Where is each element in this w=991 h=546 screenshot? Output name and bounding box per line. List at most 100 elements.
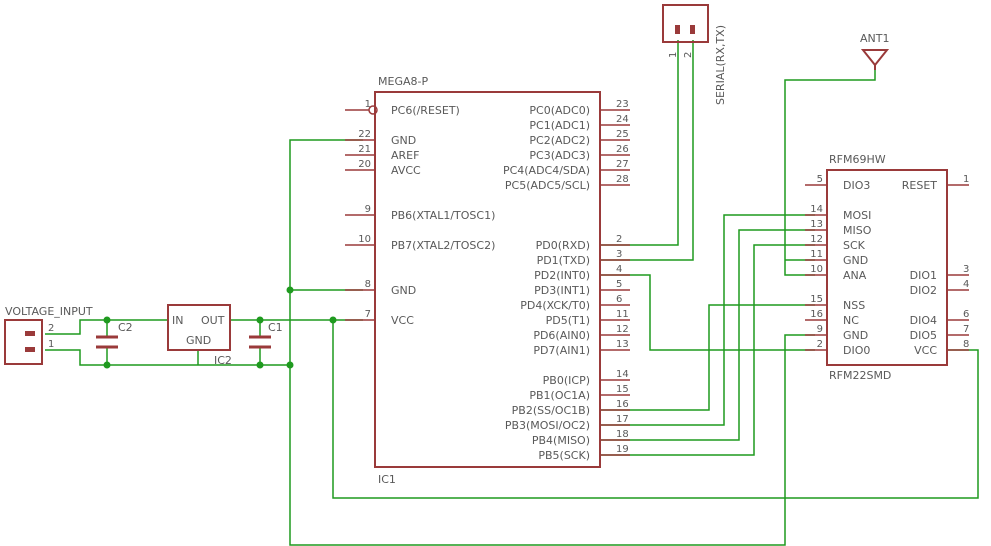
pin-name: PB7(XTAL2/TOSC2) — [391, 239, 495, 252]
pin-name: DIO2 — [910, 284, 937, 297]
pin-name: NC — [843, 314, 859, 327]
pin-name: VCC — [914, 344, 937, 357]
pin-number: 15 — [810, 294, 823, 305]
pin-number: 23 — [616, 99, 629, 110]
pin-name: PB5(SCK) — [538, 449, 590, 462]
pin-number: 7 — [365, 309, 371, 320]
mosi-wire — [600, 214, 815, 426]
pin-number: 9 — [365, 204, 371, 215]
antenna: ANT1 — [860, 32, 889, 70]
pin-name: PD5(T1) — [546, 314, 590, 327]
pin-number: 18 — [616, 429, 629, 440]
voltage-input-connector: VOLTAGE_INPUT 2 1 — [4, 305, 93, 365]
pin-number: 14 — [616, 369, 629, 380]
pin-number: 8 — [365, 279, 371, 290]
c2-label: C2 — [118, 321, 133, 334]
pin-name: GND — [843, 254, 868, 267]
pin-number: 3 — [963, 264, 969, 275]
pin-name: DIO3 — [843, 179, 870, 192]
input-pin1-icon — [25, 347, 35, 352]
pin-name: PC2(ADC2) — [529, 134, 590, 147]
miso-wire — [600, 229, 815, 441]
pin-number: 24 — [616, 114, 629, 125]
pin-name: AVCC — [391, 164, 421, 177]
pin-name: MISO — [843, 224, 872, 237]
rfm-ref: RFM22SMD — [829, 369, 891, 382]
pin-name: DIO5 — [910, 329, 937, 342]
junction-dot — [256, 361, 264, 369]
pin-name: PD2(INT0) — [534, 269, 590, 282]
pin-name: PB6(XTAL1/TOSC1) — [391, 209, 495, 222]
pin-name: AREF — [391, 149, 419, 162]
pin-name: PD7(AIN1) — [533, 344, 590, 357]
mcu-right-pins: 23PC0(ADC0)24PC1(ADC1)25PC2(ADC2)26PC3(A… — [503, 99, 630, 462]
pin-number: 12 — [810, 234, 823, 245]
rfm-body — [826, 169, 948, 366]
pin-name: RESET — [902, 179, 938, 192]
capacitor-c2: C2 — [96, 321, 133, 349]
pin-name: PD0(RXD) — [536, 239, 590, 252]
antenna-icon — [860, 49, 890, 70]
pin-number: 21 — [358, 144, 371, 155]
int0-dio0-wire — [600, 274, 815, 351]
pin-name: PC6(/RESET) — [391, 104, 460, 117]
regulator-gnd-label: GND — [186, 334, 211, 347]
nss-wire — [600, 304, 815, 411]
pin-number: 16 — [810, 309, 823, 320]
pin-name: DIO4 — [910, 314, 937, 327]
serial-label: SERIAL(RX,TX) — [714, 25, 727, 105]
pin-number: 27 — [616, 159, 629, 170]
pin-number: 12 — [616, 324, 629, 335]
pin-name: DIO0 — [843, 344, 870, 357]
serial-pin1-num: 1 — [668, 52, 679, 58]
pin-number: 11 — [810, 249, 823, 260]
serial-tx-wire — [600, 40, 694, 261]
mcu-body — [374, 91, 601, 468]
junctions — [103, 286, 337, 369]
pin-number: 5 — [616, 279, 622, 290]
regulator-ref: IC2 — [214, 354, 232, 367]
pin-name: DIO1 — [910, 269, 937, 282]
junction-dot — [103, 316, 111, 324]
pin-name: PC1(ADC1) — [529, 119, 590, 132]
pin-name: PB3(MOSI/OC2) — [505, 419, 590, 432]
pin-name: PB1(OC1A) — [529, 389, 590, 402]
pin-name: NSS — [843, 299, 865, 312]
pin-name: PC5(ADC5/SCL) — [505, 179, 590, 192]
pin-name: VCC — [391, 314, 414, 327]
vcc-input-wire — [45, 319, 168, 335]
pin-number: 2 — [817, 339, 823, 350]
pin-number: 20 — [358, 159, 371, 170]
pin-number: 13 — [810, 219, 823, 230]
pin-number: 6 — [616, 294, 622, 305]
pin-number: 22 — [358, 129, 371, 140]
wires — [45, 40, 979, 546]
pin-name: GND — [391, 284, 416, 297]
pin-number: 2 — [616, 234, 622, 245]
pin-number: 15 — [616, 384, 629, 395]
pin-name: ANA — [843, 269, 867, 282]
regulator-in-label: IN — [172, 314, 183, 327]
mcu-name: MEGA8-P — [378, 75, 428, 88]
pin-number: 25 — [616, 129, 629, 140]
capacitor-c1: C1 — [249, 321, 283, 349]
input-pin2-num: 2 — [48, 323, 54, 334]
pin-number: 9 — [817, 324, 823, 335]
pin-number: 7 — [963, 324, 969, 335]
voltage-input-body — [4, 319, 43, 365]
pin-number: 4 — [616, 264, 622, 275]
gnd-net-wire — [289, 139, 815, 546]
pin-name: PC3(ADC3) — [529, 149, 590, 162]
pin-number: 11 — [616, 309, 629, 320]
regulator-out-label: OUT — [201, 314, 225, 327]
rfm-name: RFM69HW — [829, 153, 886, 166]
junction-dot — [286, 361, 294, 369]
pin-number: 10 — [810, 264, 823, 275]
pin-name: PD4(XCK/T0) — [520, 299, 590, 312]
